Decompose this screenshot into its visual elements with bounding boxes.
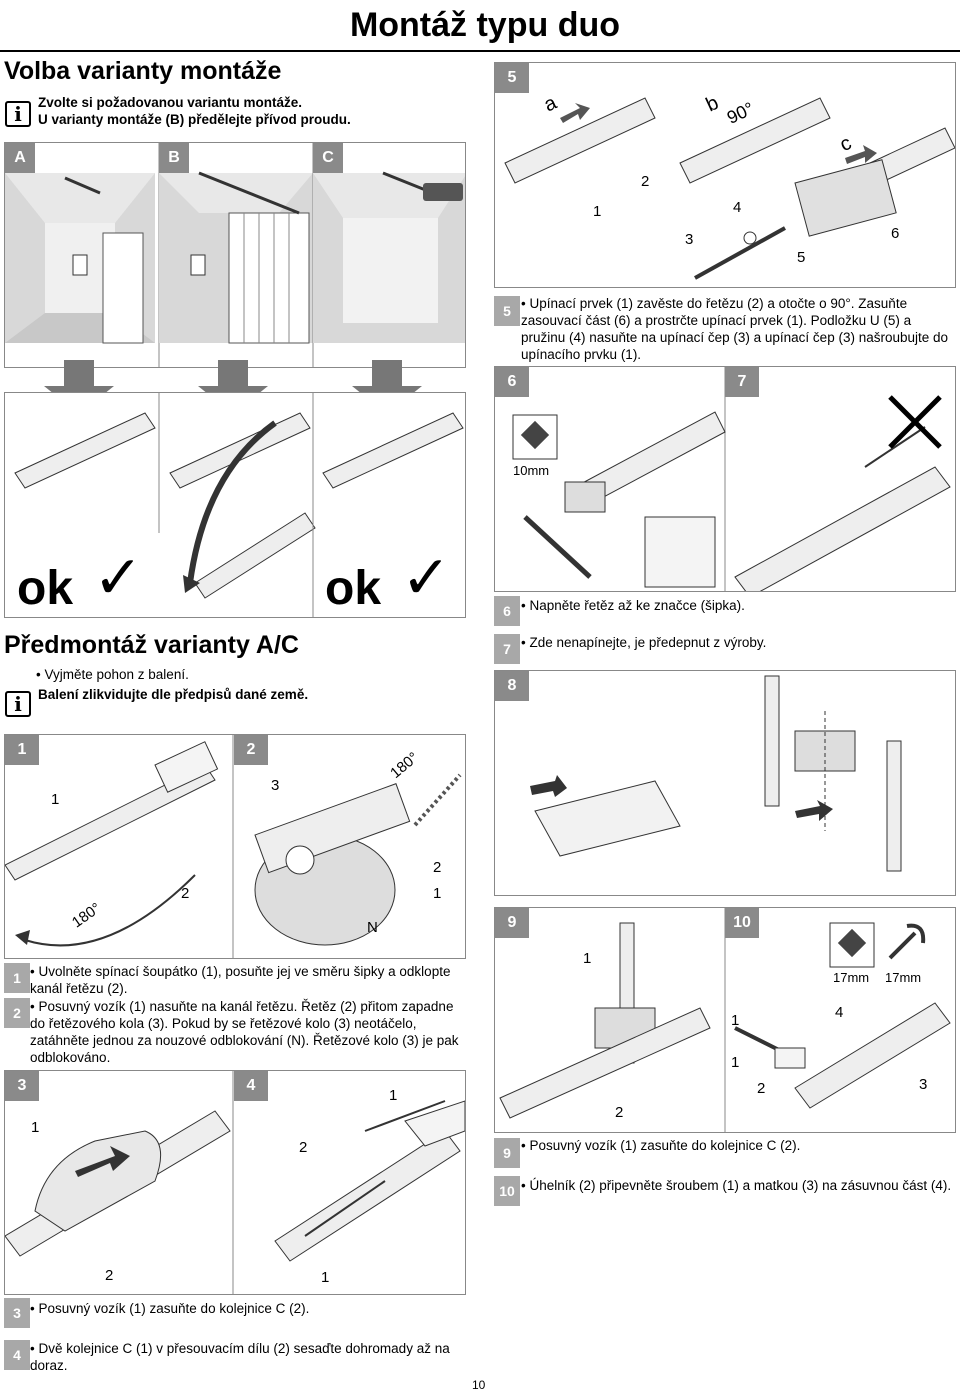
callout: 2 [433,859,442,876]
ok-label-a: ok [17,562,74,615]
step-3-text: Posuvný vozík (1) zasuňte do kolejnice C… [30,1300,309,1317]
step-1-text: Uvolněte spínací šoupátko (1), posuňte j… [30,963,460,997]
callout: 3 [271,777,280,794]
steps-1-2-illustration: 1 2 1 2 180° 3 180° 2 1 N [4,734,466,959]
step-badge-7-small: 7 [494,634,520,664]
info-icon: i [5,101,31,127]
variant-result-illustration: ok ✓ ok ✓ [4,392,466,618]
step-badge-7: 7 [725,367,759,397]
callout: 2 [757,1080,766,1097]
section-title-premount: Předmontáž varianty A/C [4,631,299,659]
step-5-illustration: 5 a b c 90° 1 2 3 4 5 6 [494,62,956,288]
callout: 6 [891,225,900,242]
steps-6-7-illustration: 6 7 10mm [494,366,956,592]
step-badge-6-small: 6 [494,596,520,626]
callout: 5 [797,249,806,266]
step-badge-2-small: 2 [4,998,30,1028]
section-title-variant: Volba varianty montáže [4,57,282,85]
callout: 1 [731,1054,740,1071]
info-text-1: Zvolte si požadovanou variantu montáže. [38,95,303,110]
header-rule [0,50,960,52]
callout: 1 [731,1012,740,1029]
callout: 1 [321,1269,330,1286]
callout: 2 [615,1104,624,1121]
check-mark-icon: ✓ [93,544,144,611]
steps-9-10-illustration: 9 10 1 1 2 17mm 17mm 4 1 2 3 [494,907,956,1133]
arrow-down-icon [44,360,422,414]
step-badge-8: 8 [495,671,529,701]
step-6-text: Napněte řetěz až ke značce (šipka). [521,597,744,614]
step-badge-6: 6 [495,367,529,397]
callout: 3 [685,231,694,248]
callout: 2 [299,1139,308,1156]
variant-label-b: B [159,143,189,173]
step-badge-9-small: 9 [494,1138,520,1168]
step-badge-4: 4 [234,1071,268,1101]
callout: 2 [105,1267,114,1284]
ok-label-c: ok [325,562,382,615]
callout: 4 [733,199,742,216]
step-10-text: Úhelník (2) připevněte šroubem (1) a mat… [521,1177,953,1194]
callout: 4 [835,1004,844,1021]
step-badge-4-small: 4 [4,1340,30,1370]
step-5-text: Upínací prvek (1) zavěste do řetězu (2) … [521,295,953,363]
callout: 1 [389,1087,398,1104]
step-7-text: Zde nenapínejte, je předepnut z výroby. [521,634,766,651]
callout: 10mm [513,463,550,478]
page-header: Montáž typu duo [0,0,960,52]
step-badge-10: 10 [725,908,759,938]
callout: N [367,919,378,936]
callout: 3 [919,1076,928,1093]
check-mark-icon: ✓ [401,544,452,611]
callout: 1 [31,1119,40,1136]
step-8-illustration: 8 [494,670,956,896]
step-badge-3: 3 [5,1071,39,1101]
step-badge-10-small: 10 [494,1176,520,1206]
column-divider [472,1110,473,1380]
step-badge-2: 2 [234,735,268,765]
step-badge-5: 5 [495,63,529,93]
variant-label-c: C [313,143,343,173]
callout: 17mm [885,970,922,985]
callout: 1 [433,885,442,902]
callout: 1 [583,950,592,967]
callout: 2 [641,173,650,190]
callout: 17mm [833,970,870,985]
callout: 1 [51,791,60,808]
info-text-2: U varianty montáže (B) předělejte přívod… [38,112,351,127]
page-number: 10 [472,1378,486,1392]
callout: 1 [593,203,602,220]
step-badge-5-small: 5 [494,296,520,326]
variant-label-a: A [5,143,35,173]
step-2-text: Posuvný vozík (1) nasuňte na kanál řetěz… [30,998,464,1066]
variant-illustration: A B C [4,142,466,368]
step-4-text: Dvě kolejnice C (1) v přesouvacím dílu (… [30,1340,460,1374]
premount-bullet: Vyjměte pohon z balení. [36,666,188,683]
steps-3-4-illustration: 3 4 1 2 1 2 1 [4,1070,466,1295]
disposal-info: Balení zlikvidujte dle předpisů dané zem… [38,687,309,702]
page-title: Montáž typu duo [349,6,620,44]
info-icon: i [5,691,31,717]
step-badge-1: 1 [5,735,39,765]
step-badge-1-small: 1 [4,963,30,993]
step-badge-3-small: 3 [4,1298,30,1328]
step-9-text: Posuvný vozík (1) zasuňte do kolejnice C… [521,1137,800,1154]
step-badge-9: 9 [495,908,529,938]
callout: 2 [181,885,190,902]
